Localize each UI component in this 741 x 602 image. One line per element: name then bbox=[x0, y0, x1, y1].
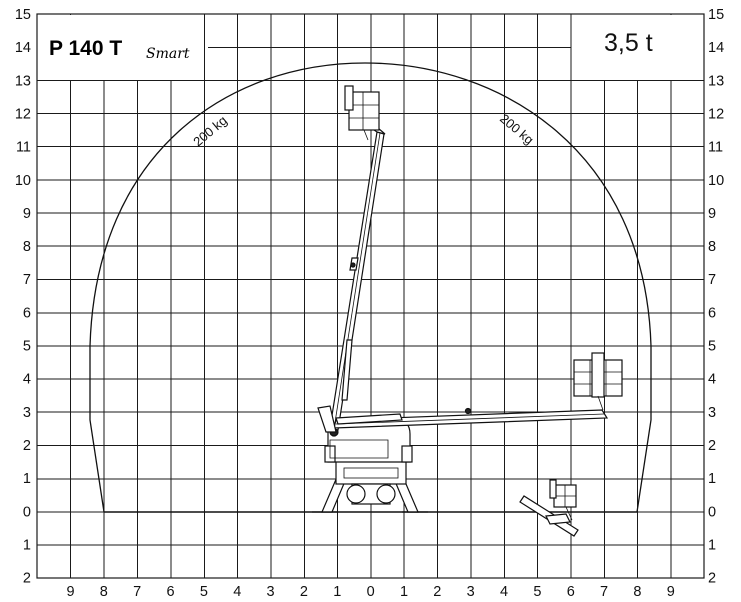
x-tick-label: 9 bbox=[667, 584, 675, 600]
y-tick-label-right: 9 bbox=[708, 206, 716, 222]
y-tick-label-right: 8 bbox=[708, 239, 716, 255]
x-tick-label: 7 bbox=[133, 584, 141, 600]
y-tick-label-left: 14 bbox=[15, 40, 31, 56]
y-tick-label-left: 11 bbox=[16, 140, 31, 156]
x-tick-label: 4 bbox=[500, 584, 508, 600]
frame bbox=[36, 13, 705, 579]
y-tick-label-right: 1 bbox=[708, 471, 716, 487]
y-tick-label-left: 10 bbox=[15, 173, 31, 189]
y-tick-label-right: 6 bbox=[708, 305, 716, 321]
y-tick-label-left: 4 bbox=[23, 372, 31, 388]
x-tick-label: 1 bbox=[333, 584, 341, 600]
y-tick-label-right: 12 bbox=[708, 106, 724, 122]
y-tick-label-left: 5 bbox=[23, 339, 31, 355]
y-tick-label-right: 2 bbox=[708, 571, 716, 587]
y-tick-label-left: 8 bbox=[23, 239, 31, 255]
x-tick-label: 3 bbox=[467, 584, 475, 600]
y-tick-label-left: 15 bbox=[15, 7, 31, 23]
y-tick-label-left: 2 bbox=[23, 571, 31, 587]
model-variant: Smart bbox=[146, 46, 190, 62]
x-tick-label: 2 bbox=[433, 584, 441, 600]
y-tick-label-right: 14 bbox=[708, 40, 724, 56]
x-tick-label: 9 bbox=[66, 584, 74, 600]
y-tick-label-left: 9 bbox=[23, 206, 31, 222]
y-tick-label-right: 0 bbox=[708, 504, 716, 520]
y-tick-label-left: 13 bbox=[15, 73, 31, 89]
y-tick-label-right: 11 bbox=[708, 140, 723, 156]
y-tick-label-left: 6 bbox=[23, 305, 31, 321]
x-axis-labels: 9 8 7 6 5 4 3 2 1 0 1 2 3 4 5 6 7 8 9 bbox=[66, 584, 674, 600]
x-tick-label: 0 bbox=[367, 584, 375, 600]
y-tick-label-right: 5 bbox=[708, 339, 716, 355]
y-tick-label-right: 3 bbox=[708, 405, 716, 421]
y-tick-label-left: 7 bbox=[23, 272, 31, 288]
y-tick-label-left: 0 bbox=[23, 504, 31, 520]
x-tick-label: 5 bbox=[533, 584, 541, 600]
x-tick-label: 6 bbox=[567, 584, 575, 600]
capacity-label: 3,5 t bbox=[604, 29, 653, 57]
x-tick-label: 4 bbox=[233, 584, 241, 600]
y-tick-label-right: 1 bbox=[708, 537, 716, 553]
y-tick-label-left: 1 bbox=[23, 537, 31, 553]
y-tick-label-right: 2 bbox=[708, 438, 716, 454]
x-tick-label: 3 bbox=[267, 584, 275, 600]
grid bbox=[37, 13, 704, 578]
capacity-box bbox=[572, 15, 703, 80]
x-tick-label: 1 bbox=[400, 584, 408, 600]
aerial-platform-drawing bbox=[312, 85, 623, 537]
x-tick-label: 5 bbox=[200, 584, 208, 600]
x-tick-label: 2 bbox=[300, 584, 308, 600]
x-tick-label: 7 bbox=[600, 584, 608, 600]
y-tick-label-right: 15 bbox=[708, 7, 724, 23]
y-tick-label-left: 1 bbox=[23, 471, 31, 487]
y-tick-label-left: 3 bbox=[23, 405, 31, 421]
y-tick-label-right: 4 bbox=[708, 372, 716, 388]
title-box bbox=[38, 15, 204, 80]
working-envelope bbox=[89, 62, 652, 513]
y-tick-label-left: 12 bbox=[15, 106, 31, 122]
y-tick-label-right: 7 bbox=[708, 272, 716, 288]
y-tick-label-left: 2 bbox=[23, 438, 31, 454]
x-tick-label: 8 bbox=[100, 584, 108, 600]
y-tick-label-right: 13 bbox=[708, 73, 724, 89]
y-tick-label-right: 10 bbox=[708, 173, 724, 189]
x-tick-label: 8 bbox=[633, 584, 641, 600]
x-tick-label: 6 bbox=[167, 584, 175, 600]
model-title: P 140 T bbox=[49, 37, 122, 60]
